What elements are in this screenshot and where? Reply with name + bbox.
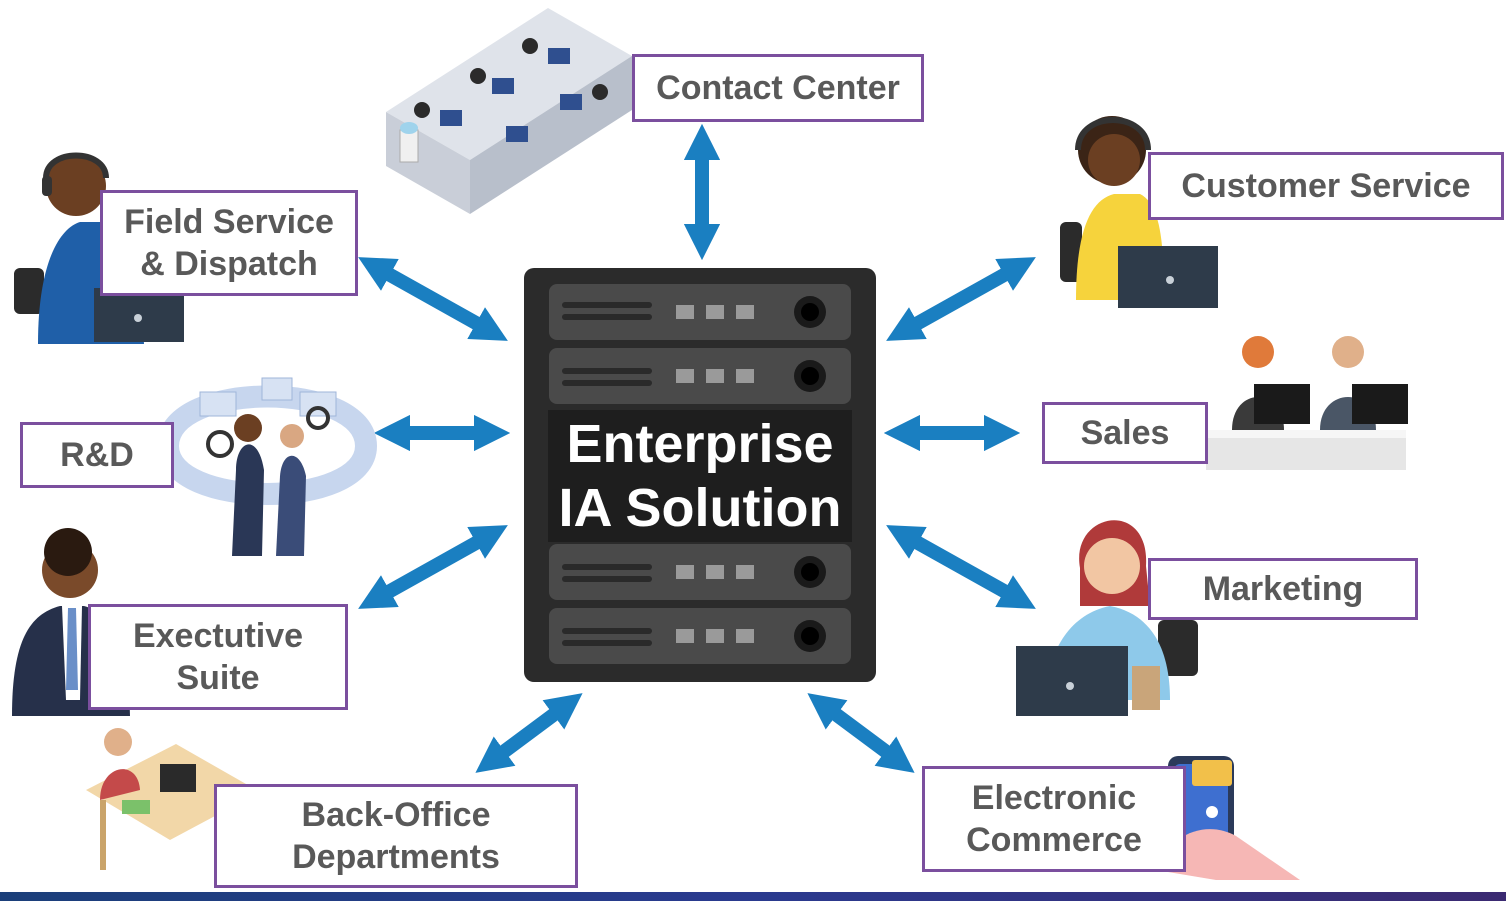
arrow-executive-suite [358, 525, 508, 609]
headset-agent-icon [1060, 116, 1218, 308]
label-customer-service: Customer Service [1148, 152, 1504, 220]
label-executive-suite: Exectutive Suite [88, 604, 348, 710]
arrow-field-service [358, 257, 508, 341]
server-unit [549, 608, 851, 664]
label-field-service-dispatch: Field Service & Dispatch [100, 190, 358, 296]
center-title: Enterprise IA Solution [548, 410, 852, 542]
label-marketing: Marketing [1148, 558, 1418, 620]
server-unit [549, 284, 851, 340]
label-contact-center: Contact Center [632, 54, 924, 122]
marketer-laptop-icon [1016, 520, 1198, 716]
cubicles-office-icon [386, 8, 632, 214]
research-team-icon [156, 377, 378, 556]
center-title-line2: IA Solution [558, 478, 842, 538]
server-unit [549, 544, 851, 600]
arrow-marketing [886, 525, 1036, 609]
label-electronic-commerce: Electronic Commerce [922, 766, 1186, 872]
label-rnd: R&D [20, 422, 174, 488]
arrow-customer-service [886, 257, 1036, 341]
server-unit [549, 348, 851, 404]
arrow-electronic-commerce [807, 693, 915, 773]
center-title-line1: Enterprise [566, 414, 834, 474]
bottom-accent-bar [0, 892, 1506, 901]
label-sales: Sales [1042, 402, 1208, 464]
sales-desk-icon [1206, 336, 1408, 470]
label-back-office-departments: Back-Office Departments [214, 784, 578, 888]
arrow-back-office [475, 693, 583, 773]
